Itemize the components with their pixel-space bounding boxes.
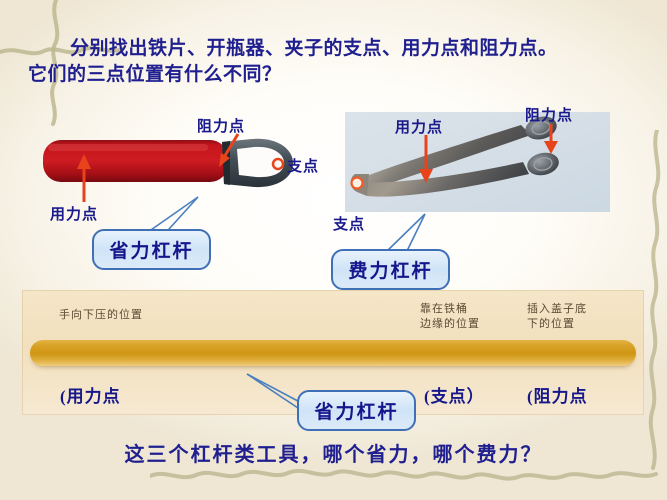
tongs-callout-leader [382, 212, 427, 254]
golden-lever-bar [30, 340, 636, 366]
tongs-label-fulcrum: 支点 [333, 217, 366, 233]
footer-question: 这三个杠杆类工具，哪个省力，哪个费力？ [124, 444, 543, 466]
slide-heading: 分别找出铁片、开瓶器、夹子的支点、用力点和阻力点。 它们的三点位置有什么不同？ [28, 36, 648, 88]
decorative-border-bottom [150, 466, 660, 484]
panel-label-fulcrum: (支点） [424, 387, 485, 406]
bottle-opener-illustration [40, 130, 305, 210]
opener-callout-box[interactable]: 省力杠杆 [92, 229, 211, 270]
panel-hand-note-right: 插入盖子底 下的位置 [527, 303, 587, 330]
heading-line-1: 分别找出铁片、开瓶器、夹子的支点、用力点和阻力点。 [70, 38, 558, 59]
tongs-callout-box[interactable]: 费力杠杆 [331, 249, 450, 290]
tongs-label-resistance: 阻力点 [525, 108, 574, 124]
opener-label-fulcrum: 支点 [287, 159, 320, 175]
panel-callout-box[interactable]: 省力杠杆 [297, 390, 416, 431]
decorative-border-right [645, 130, 667, 470]
heading-line-2: 它们的三点位置有什么不同？ [28, 64, 282, 85]
opener-label-resistance: 阻力点 [197, 119, 246, 135]
panel-label-resistance: (阻力点 [527, 387, 588, 406]
panel-label-effort: (用力点 [60, 387, 121, 406]
opener-label-effort: 用力点 [50, 207, 99, 223]
panel-hand-note-left: 手向下压的位置 [59, 309, 143, 321]
tongs-image-panel [345, 112, 610, 212]
panel-hand-note-middle: 靠在铁桶 边缘的位置 [420, 303, 480, 330]
tongs-label-effort: 用力点 [395, 120, 444, 136]
